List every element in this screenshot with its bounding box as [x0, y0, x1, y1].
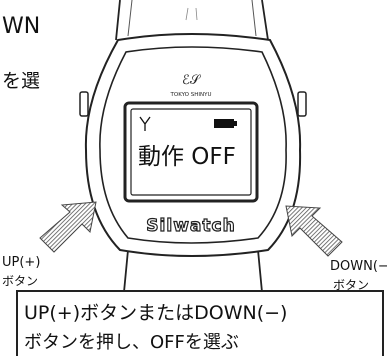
- instruction-line-2: ボタンを押し、OFFを選ぶ: [24, 332, 239, 353]
- brand-logo: ℰ𝒮 TOKYO SHINYU: [170, 73, 212, 98]
- strap-bottom: [123, 249, 263, 293]
- strap-top: [115, 0, 269, 41]
- antenna-icon: [139, 116, 151, 131]
- svg-text:ℰ𝒮: ℰ𝒮: [182, 73, 202, 88]
- up-side-button[interactable]: [79, 91, 89, 117]
- down-button-sublabel: ボタン: [333, 278, 370, 292]
- instruction-box: [16, 290, 384, 356]
- down-side-button[interactable]: [297, 91, 307, 117]
- instruction-line-1: UP(+)ボタンまたはDOWN(−): [24, 302, 288, 324]
- battery-icon: [214, 119, 237, 128]
- up-button-sublabel: ボタン: [2, 274, 39, 288]
- down-arrow: [285, 205, 343, 257]
- lcd-screen: [130, 108, 252, 196]
- brand-name: Silwatch: [146, 216, 235, 236]
- up-button-label: UP(+): [2, 255, 41, 270]
- up-arrow: [39, 201, 97, 253]
- svg-text:TOKYO SHINYU: TOKYO SHINYU: [170, 92, 212, 98]
- cropped-heading-text: WN: [2, 14, 41, 39]
- cropped-body-text: を選: [2, 70, 41, 92]
- down-button-label: DOWN(−): [330, 259, 387, 274]
- screen-status-text: 動作 OFF: [138, 144, 236, 170]
